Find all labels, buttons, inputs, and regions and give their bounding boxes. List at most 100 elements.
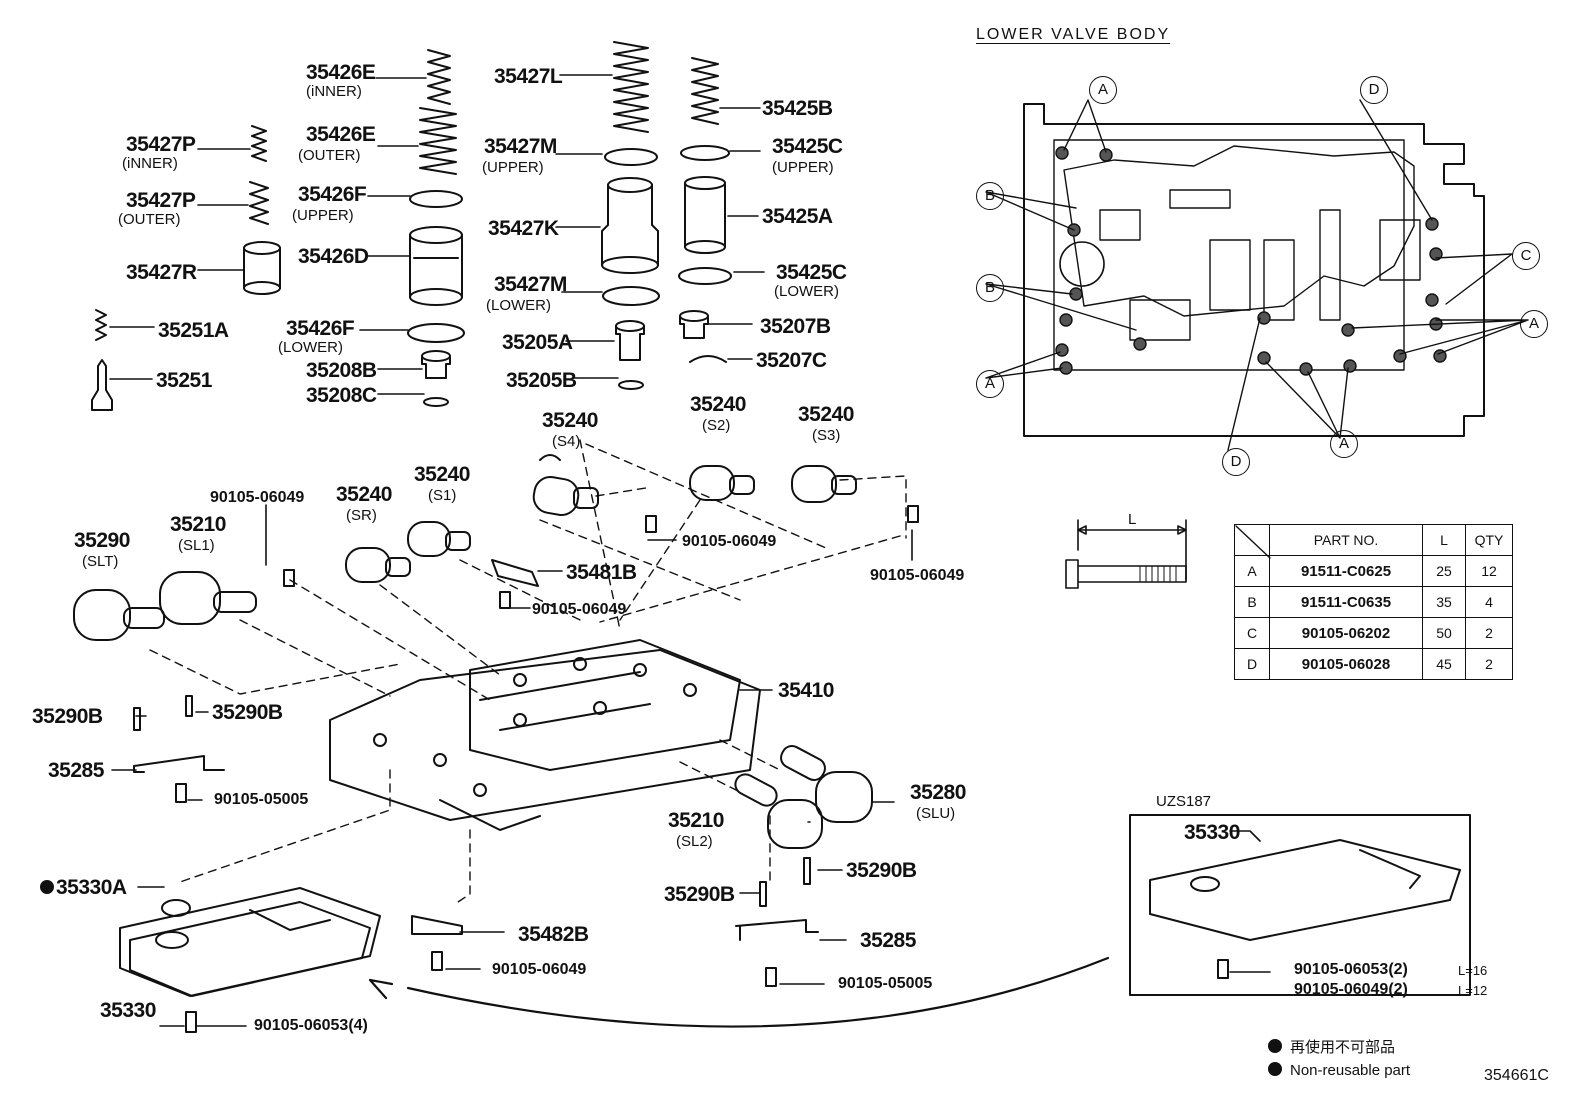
note-35426f-upper: (UPPER): [292, 207, 354, 224]
table-row: B 91511-C0635 35 4: [1234, 586, 1513, 618]
header-part-no: PART NO.: [1269, 524, 1423, 556]
note-35427m-upper: (UPPER): [482, 159, 544, 176]
note-35240-sr: (SR): [346, 507, 377, 524]
table-length: 35: [1422, 586, 1466, 618]
label-bolt-06049-2-length: L=12: [1458, 983, 1488, 998]
label-35251: 35251: [156, 369, 212, 392]
callout-a-left: A: [976, 370, 1004, 398]
legend-en: Non-reusable part: [1268, 1062, 1410, 1079]
table-part-no: 90105-06202: [1269, 617, 1423, 649]
label-35210-sl1: 35210: [170, 513, 226, 536]
label-bolt-05005-a: 90105-05005: [214, 791, 309, 808]
label-35210-sl2: 35210: [668, 809, 724, 832]
label-35481b: 35481B: [566, 561, 637, 584]
nonreusable-marker: [40, 880, 54, 894]
sleeve-35425a: [684, 176, 726, 254]
note-35427p-inner: (iNNER): [122, 155, 178, 172]
valve-body-35410: [329, 639, 761, 831]
table-qty: 12: [1465, 555, 1513, 587]
bolt-glyphs: [175, 505, 1229, 1033]
note-35280: (SLU): [916, 805, 956, 822]
label-35290b-c: 35290B: [846, 859, 917, 882]
note-35290-slt: (SLT): [82, 553, 119, 570]
note-35240-s3: (S3): [812, 427, 841, 444]
spring-35426e-outer: [419, 107, 457, 175]
solenoid-s3: [791, 465, 857, 503]
label-35280: 35280: [910, 781, 966, 804]
piston-35427r: [243, 241, 281, 295]
label-35425a: 35425A: [762, 205, 833, 228]
callout-a-right: A: [1520, 310, 1548, 338]
oring-35426f-upper: [409, 190, 463, 208]
spring-35427p-inner: [251, 125, 267, 162]
label-bolt-06049-e: 90105-06049: [492, 961, 587, 978]
label-35290b-a: 35290B: [32, 705, 103, 728]
label-35482b: 35482B: [518, 923, 589, 946]
header-qty: QTY: [1465, 524, 1513, 556]
label-35290b-b: 35290B: [212, 701, 283, 724]
pins-brackets: [133, 559, 819, 941]
plug-35205a: [615, 320, 645, 361]
label-35240-sr: 35240: [336, 483, 392, 506]
valve-35251: [91, 359, 113, 411]
note-35426e-outer: (OUTER): [298, 147, 361, 164]
label-35207b: 35207B: [760, 315, 831, 338]
callout-b-upper: B: [976, 182, 1004, 210]
solenoid-s1: [407, 521, 471, 557]
table-header-row: PART NO. L QTY: [1234, 524, 1513, 556]
dimension-bolt: [1065, 519, 1187, 589]
solenoid-slt: [73, 589, 165, 641]
callout-c-right: C: [1512, 242, 1540, 270]
spring-35427p-outer: [249, 181, 269, 225]
table-row: C 90105-06202 50 2: [1234, 617, 1513, 649]
callout-a-top: A: [1089, 76, 1117, 104]
note-35427m-lower: (LOWER): [486, 297, 551, 314]
note-35425c-upper: (UPPER): [772, 159, 834, 176]
table-key: D: [1234, 648, 1270, 680]
callout-d-top: D: [1360, 76, 1388, 104]
note-35210-sl1: (SL1): [178, 537, 215, 554]
note-35240-s4: (S4): [552, 433, 581, 450]
label-bolt-05005-b: 90105-05005: [838, 975, 933, 992]
plug-35208b: [421, 350, 451, 379]
table-qty: 2: [1465, 617, 1513, 649]
label-35426d: 35426D: [298, 245, 369, 268]
note-35427p-outer: (OUTER): [118, 211, 181, 228]
label-35251a: 35251A: [158, 319, 229, 342]
solenoid-s2: [689, 465, 755, 501]
bolt-spec-table: PART NO. L QTY A 91511-C0625 25 12 B 915…: [1234, 524, 1513, 680]
solenoid-sl2: [734, 773, 823, 849]
lower-valve-body-view: [1023, 103, 1485, 437]
oring-35425c-upper: [680, 145, 730, 161]
page-title: LOWER VALVE BODY: [976, 26, 1171, 43]
label-35285-b: 35285: [860, 929, 916, 952]
table-length: 50: [1422, 617, 1466, 649]
table-part-no: 91511-C0635: [1269, 586, 1423, 618]
label-35426f-upper: 35426F: [298, 183, 367, 206]
label-bolt-06053-4: 90105-06053(4): [254, 1017, 368, 1034]
header-l: L: [1422, 524, 1466, 556]
strainer-35330-variant: [1149, 839, 1461, 941]
table-part-no: 91511-C0625: [1269, 555, 1423, 587]
callout-b-lower: B: [976, 274, 1004, 302]
table-key: C: [1234, 617, 1270, 649]
label-35427r: 35427R: [126, 261, 197, 284]
solenoid-slu: [780, 745, 873, 823]
label-35427m-lower: 35427M: [494, 273, 567, 296]
note-35240-s1: (S1): [428, 487, 457, 504]
spring-35251a: [95, 309, 107, 341]
filled-dot-icon: [1268, 1062, 1282, 1076]
label-35290b-d: 35290B: [664, 883, 735, 906]
label-bolt-06049-2: 90105-06049(2): [1294, 981, 1408, 998]
label-35330: 35330: [100, 999, 156, 1022]
clip-35207c: [689, 355, 727, 363]
label-35425c-lower: 35425C: [776, 261, 847, 284]
variant-label: UZS187: [1156, 793, 1212, 810]
oring-35208c: [423, 397, 449, 407]
table-row: A 91511-C0625 25 12: [1234, 555, 1513, 587]
sleeve-35427k: [601, 177, 659, 274]
spring-35426e-inner: [427, 49, 451, 105]
label-35426e-outer: 35426E: [306, 123, 376, 146]
solenoid-sl1: [159, 571, 257, 625]
